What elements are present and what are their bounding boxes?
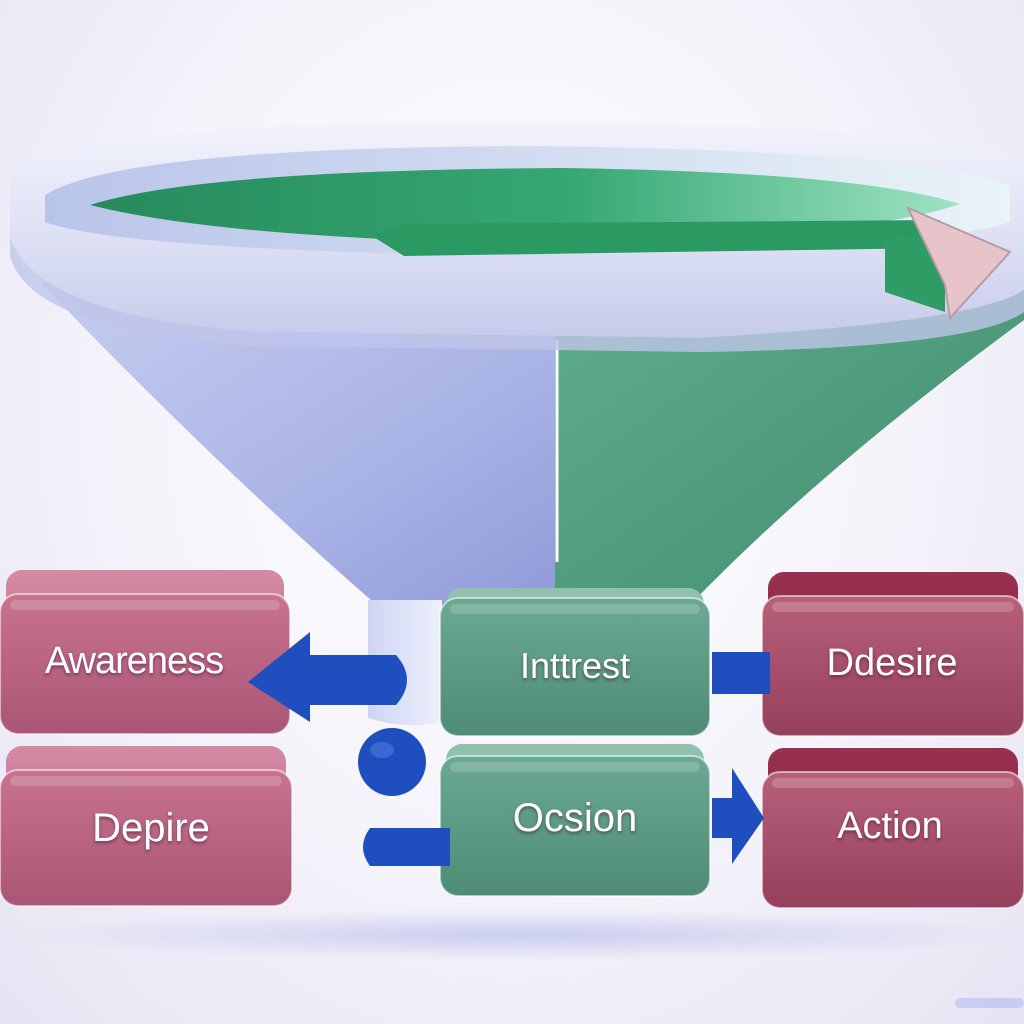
stage-boxes [0, 570, 1024, 909]
ground-shadow [20, 909, 1020, 961]
stage-box-interest [439, 588, 711, 737]
stage-box-desire [761, 572, 1024, 737]
stage-box-action [761, 748, 1024, 909]
arrow-interest-to-awareness [248, 632, 407, 722]
connector-interest-desire [712, 652, 770, 694]
rim-arrow-shaft [372, 220, 940, 256]
stage-box-face-awareness [0, 593, 291, 735]
stage-box-shine-ocsion [450, 762, 700, 772]
stage-box-face-depire [0, 769, 293, 907]
stage-box-face-action [761, 771, 1024, 909]
stage-box-awareness [0, 570, 291, 735]
stage-box-face-desire [761, 595, 1024, 737]
rim-arrow [372, 206, 1012, 321]
rim-arrow-head [905, 206, 1012, 321]
funnel-body-left [40, 282, 555, 612]
stage-box-shine-depire [10, 776, 282, 786]
stage-box-face-ocsion [439, 755, 711, 897]
person-body-icon [363, 828, 450, 866]
stage-box-ocsion [439, 744, 711, 897]
stage-box-shine-action [772, 778, 1014, 788]
stage-box-shine-desire [772, 602, 1014, 612]
stage-box-depire [0, 746, 293, 907]
stage-box-shine-awareness [10, 600, 280, 610]
stage-box-face-interest [439, 597, 711, 737]
funnel-body-right [555, 275, 1024, 612]
arrow-ocsion-to-action [712, 768, 764, 864]
ground-glow [955, 998, 1024, 1008]
person-head-highlight [370, 742, 394, 758]
person-head-icon [358, 728, 426, 796]
stage-box-shine-interest [450, 604, 700, 614]
